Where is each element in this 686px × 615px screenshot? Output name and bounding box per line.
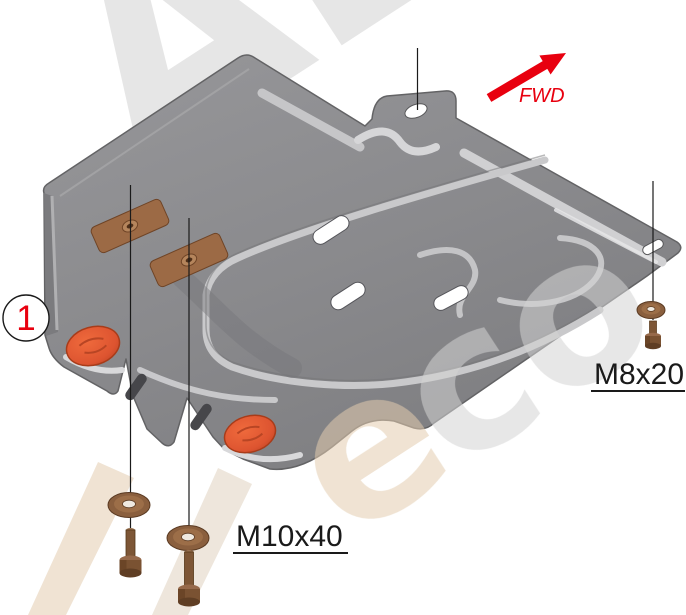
- tab-slot-2: [190, 403, 212, 431]
- recess-shadow: [172, 268, 302, 378]
- pad-bottom-silver-edge: [222, 445, 303, 463]
- callout-1: 1: [2, 294, 50, 342]
- fastener-label-m10x40: M10x40: [233, 520, 348, 554]
- washer-m10-1-hole: [122, 499, 136, 509]
- bolt2-head-facet: [178, 589, 185, 602]
- bolt-m8-head: [645, 336, 661, 346]
- callout-circle: [2, 294, 50, 342]
- top-tab-hole: [404, 103, 428, 119]
- fwd-direction: FWD: [486, 53, 566, 107]
- left-fold-highlight: [50, 195, 59, 331]
- bolt1-head-bottom: [119, 568, 142, 578]
- plate-silhouette: [42, 54, 682, 471]
- rubber-pad-bottom: [223, 414, 277, 454]
- rib-central-panel-edge: [205, 154, 601, 382]
- bolt-m8-head-bottom: [645, 342, 661, 350]
- top-left-fold-line: [59, 68, 250, 197]
- fwd-label: FWD: [519, 85, 565, 107]
- rubber-pad-left: [65, 325, 121, 367]
- bolt2-shaft: [184, 551, 194, 589]
- washer-m8-hole: [646, 306, 656, 312]
- skid-plate: [42, 54, 682, 471]
- fastener-label-m8x20: M8x20: [591, 358, 685, 392]
- bolt-m10-2: [166, 525, 210, 607]
- bolt1-head-facet: [119, 560, 127, 573]
- label-m10x40: M10x40: [236, 520, 343, 553]
- bolt-m10-1: [107, 492, 151, 578]
- center-hole-3: [433, 285, 469, 311]
- rib-top-left: [257, 88, 365, 152]
- washer-m10-2-hole: [181, 532, 195, 542]
- bolt-m8-head-facet: [645, 336, 650, 346]
- rib-top-right-shine: [554, 208, 658, 264]
- leader-lines: [129, 48, 654, 550]
- rib-bottom-fold: [137, 367, 278, 403]
- label-m8x20: M8x20: [594, 358, 684, 391]
- rib-right-loop: [497, 235, 605, 307]
- watermark-bar-1: [28, 462, 134, 615]
- rib-tab-step: [354, 127, 440, 156]
- bolt2-head-bottom: [178, 597, 200, 607]
- bolt-m8: [636, 301, 666, 350]
- center-hole-2: [330, 281, 366, 311]
- callout-number: 1: [16, 299, 35, 338]
- fwd-arrow-icon: [486, 53, 566, 102]
- center-hole-1: [312, 215, 350, 245]
